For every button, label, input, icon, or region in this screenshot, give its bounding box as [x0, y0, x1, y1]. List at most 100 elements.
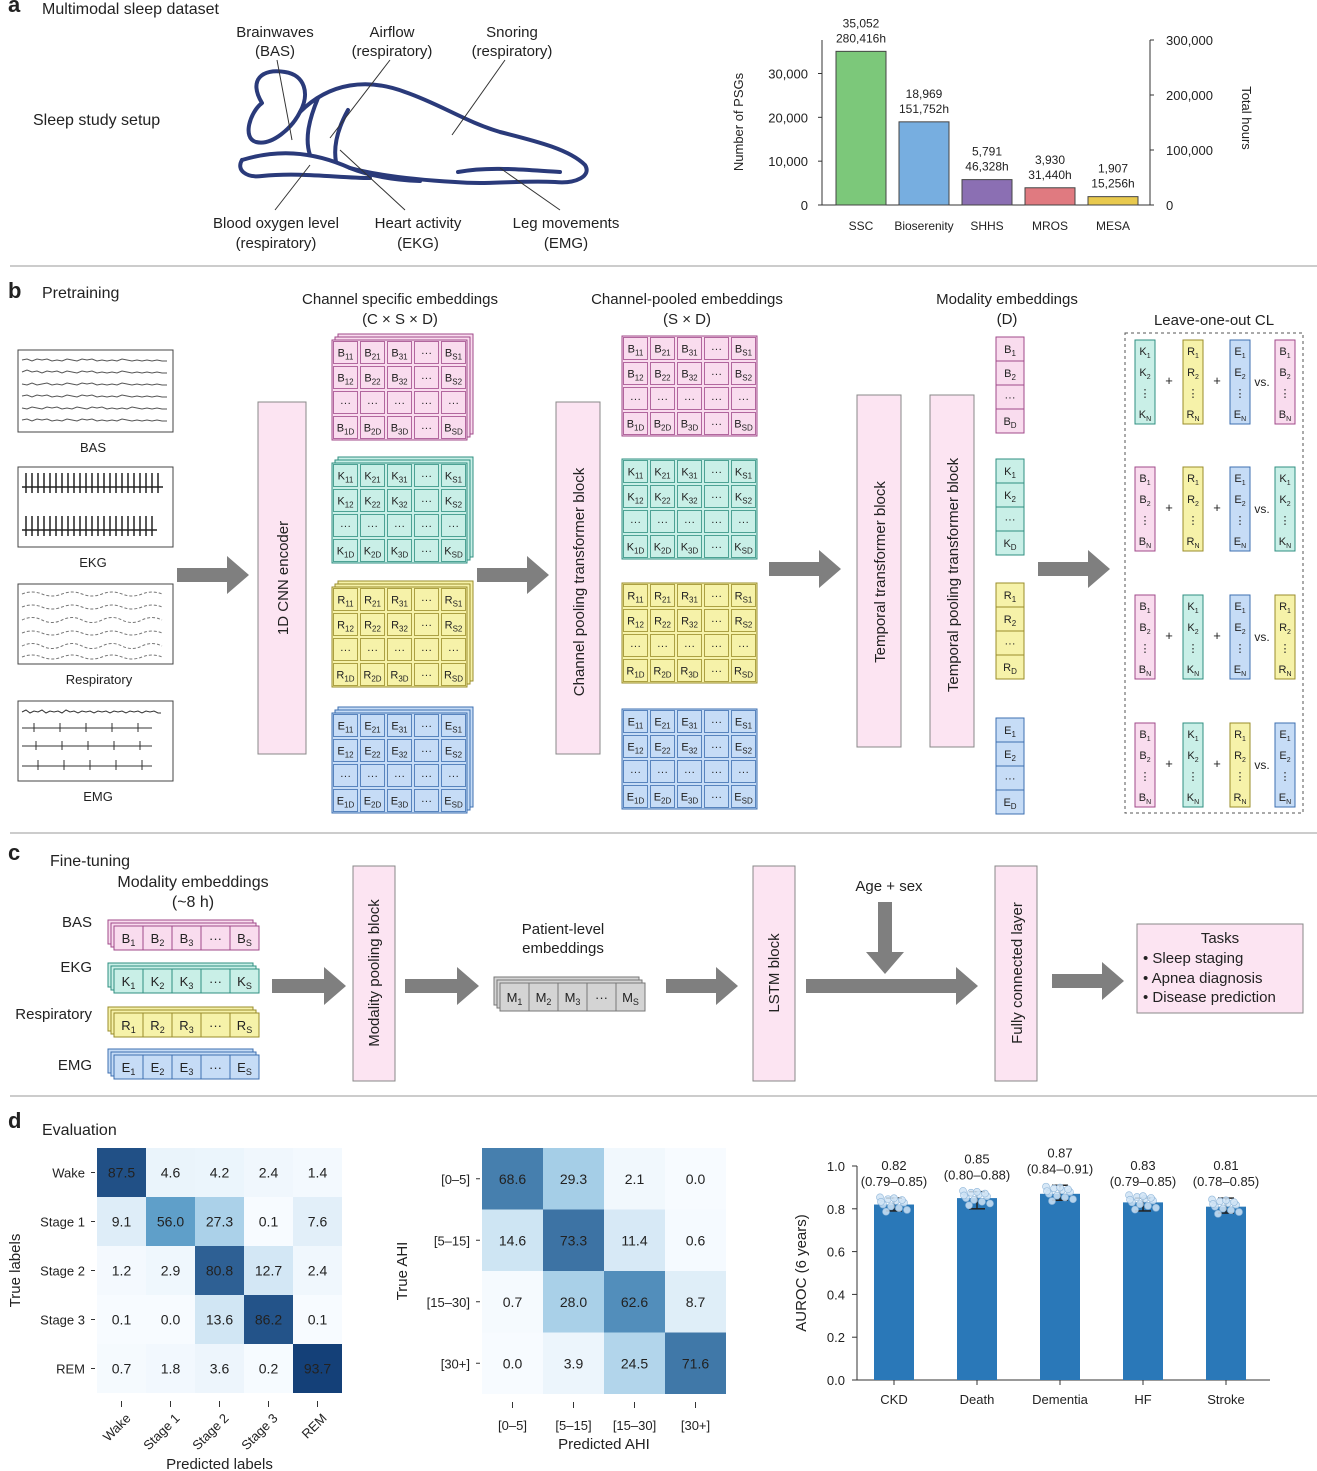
psg-ylabel: Number of PSGs	[731, 72, 746, 171]
temporal-transformer-block: Temporal transformer block	[856, 394, 902, 748]
grid-cell	[704, 362, 729, 385]
loo-column	[1134, 339, 1156, 425]
cm-col-label: [15–30]	[613, 1418, 656, 1433]
cm-cell-value: 93.7	[304, 1361, 331, 1377]
grid-cell-label: ···	[421, 398, 432, 410]
patient-cell-label: ···	[595, 990, 608, 1005]
grid-cell-label: ···	[684, 767, 695, 779]
grid-cell	[677, 510, 702, 533]
cm-cell	[146, 1295, 195, 1344]
cm-cell-value: 9.1	[112, 1214, 132, 1230]
loo-column	[1134, 594, 1156, 680]
grid-cell	[650, 485, 675, 508]
panel-a: a Multimodal sleep dataset Sleep study s…	[8, 0, 1254, 252]
grid-cell	[731, 785, 756, 808]
grid-cell-label: ···	[394, 645, 405, 657]
grid-cell	[333, 341, 358, 364]
grid-cell-label: ···	[711, 767, 722, 779]
grid-cell	[441, 714, 466, 737]
auroc-bootstrap-point	[882, 1207, 890, 1216]
grid-cell	[360, 416, 385, 439]
grid-cell	[650, 362, 675, 385]
grid-cell	[704, 535, 729, 558]
loo-cell-label: E1	[1234, 601, 1245, 615]
cm-col-label: Stage 3	[238, 1411, 280, 1453]
cm-cell-value: 73.3	[560, 1232, 587, 1248]
auroc-category-label: Death	[960, 1392, 995, 1407]
cm-xlabel: Predicted AHI	[558, 1436, 650, 1453]
grid-cell	[360, 638, 385, 661]
grid-cell	[731, 634, 756, 657]
grid-cell	[414, 663, 439, 686]
loo-cell-label: ⋮	[1280, 515, 1291, 527]
grid-cell	[441, 464, 466, 487]
loo-cell-label: ⋮	[1140, 515, 1151, 527]
grid-cell	[704, 785, 729, 808]
loo-cell-label: ⋮	[1188, 643, 1199, 655]
grid-cell-label: ···	[684, 394, 695, 406]
cm-cell-value: 13.6	[206, 1312, 233, 1328]
loo-cell-label: E2	[1234, 367, 1245, 381]
channel-pooled-title: Channel-pooled embeddings	[591, 291, 783, 308]
cm-cell	[293, 1197, 342, 1246]
cm-cell-value: 1.8	[161, 1361, 181, 1377]
grid-cell	[623, 535, 648, 558]
grid-cell	[441, 739, 466, 762]
signal-ekg-label: EKG	[79, 555, 106, 570]
grid-cell	[333, 366, 358, 389]
auroc-bootstrap-point	[986, 1199, 994, 1208]
ft-row-label-emg: EMG	[58, 1057, 92, 1074]
ft-modality-title: Modality embeddings	[117, 874, 268, 891]
grid-cell	[623, 485, 648, 508]
grid-cell	[677, 785, 702, 808]
cm-cell-value: 2.4	[259, 1165, 279, 1181]
grid-cell	[333, 588, 358, 611]
cm-cell-value: 0.0	[503, 1355, 523, 1371]
auroc-bootstrap-point	[1219, 1204, 1227, 1213]
grid-cell	[441, 588, 466, 611]
loo-column	[1274, 722, 1296, 808]
ft-row-cell	[142, 925, 173, 951]
cm-cell-value: 56.0	[157, 1214, 184, 1230]
psg-y2tick-label: 100,000	[1166, 143, 1213, 158]
cm-cell	[244, 1344, 293, 1393]
psg-bar	[835, 50, 887, 206]
auroc-bootstrap-point	[973, 1188, 981, 1196]
ft-row-cell	[229, 968, 260, 994]
loo-cell-label: K1	[1279, 473, 1290, 487]
loo-column	[1134, 722, 1156, 808]
psg-bar-hours: 15,256h	[1091, 177, 1134, 191]
grid-cell	[387, 464, 412, 487]
loo-cl-title: Leave-one-out CL	[1154, 312, 1274, 329]
ft-row-cell-label: ···	[209, 974, 222, 989]
modality-cell	[995, 765, 1025, 791]
grid-cell	[731, 609, 756, 632]
grid-cell-label: ···	[738, 394, 749, 406]
psg-category-label: MESA	[1096, 219, 1130, 233]
patient-cell	[528, 982, 559, 1012]
grid-cell	[704, 412, 729, 435]
loo-cell-label: B1	[1139, 473, 1150, 487]
cm-cell	[97, 1197, 146, 1246]
ft-row-cell	[229, 925, 260, 951]
loo-column	[1274, 339, 1296, 425]
cm-cell	[543, 1209, 604, 1271]
auroc-bootstrap-point	[1144, 1202, 1152, 1210]
grid-cell	[360, 613, 385, 636]
auroc-category-label: Stroke	[1207, 1392, 1245, 1407]
grid-cell	[650, 609, 675, 632]
grid-cell-label: ···	[394, 521, 405, 533]
grid-frame	[331, 586, 468, 688]
cm-cell	[665, 1271, 726, 1333]
grid-cell-label: ···	[657, 517, 668, 529]
loo-cell-label: ⋮	[1188, 388, 1199, 400]
cm-row-label: [0–5]	[441, 1172, 470, 1187]
ft-row-label-respiratory: Respiratory	[15, 1006, 92, 1023]
grid-cell-label: ···	[711, 344, 722, 356]
auroc-bar	[1206, 1206, 1246, 1380]
snoring-sub: (respiratory)	[472, 43, 553, 60]
svg-text:Modality pooling block: Modality pooling block	[366, 899, 383, 1047]
loo-cell-label: R2	[1187, 494, 1199, 508]
grid-cell-label: ···	[421, 521, 432, 533]
